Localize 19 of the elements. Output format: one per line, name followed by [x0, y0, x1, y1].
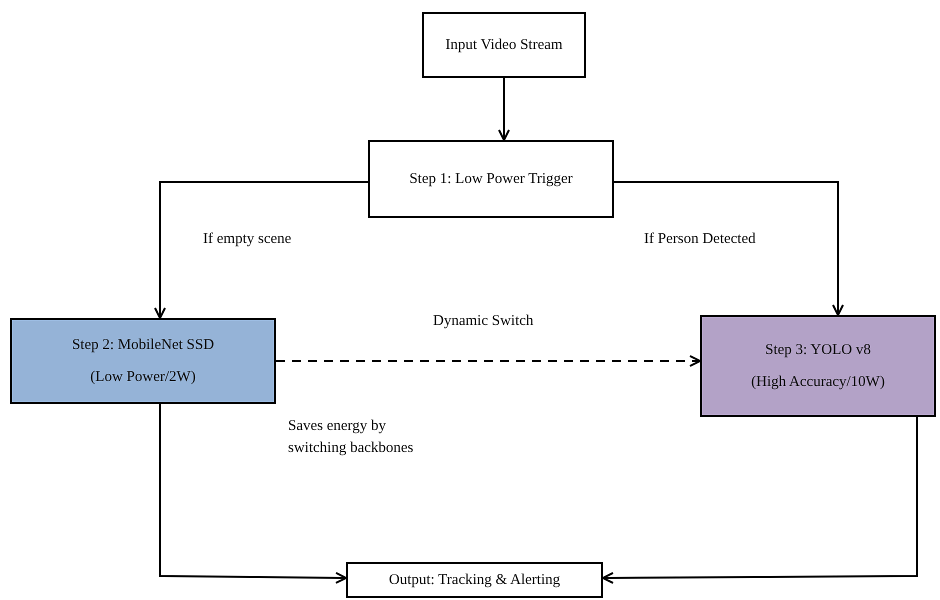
process-box	[10, 318, 276, 404]
box-text: (Low Power/2W)	[90, 368, 196, 387]
arrow	[602, 417, 918, 584]
box-text: Input Video Stream	[445, 36, 563, 55]
arrow	[498, 78, 510, 141]
arrow	[614, 181, 844, 316]
box-text: (High Accuracy/10W)	[751, 373, 885, 392]
box-text: Step 2: MobileNet SSD	[72, 336, 214, 354]
process-box	[368, 140, 614, 218]
box-text: Output: Tracking & Alerting	[388, 570, 560, 590]
process-box	[700, 315, 936, 417]
arrow	[159, 404, 347, 584]
process-box	[422, 12, 586, 78]
arrow	[154, 181, 368, 319]
box-text: Step 3: YOLO v8	[765, 340, 871, 360]
edge-label: Dynamic Switch	[430, 312, 536, 331]
arrow	[276, 355, 701, 367]
process-box	[346, 562, 603, 598]
box-text: Step 1: Low Power Trigger	[409, 170, 573, 189]
